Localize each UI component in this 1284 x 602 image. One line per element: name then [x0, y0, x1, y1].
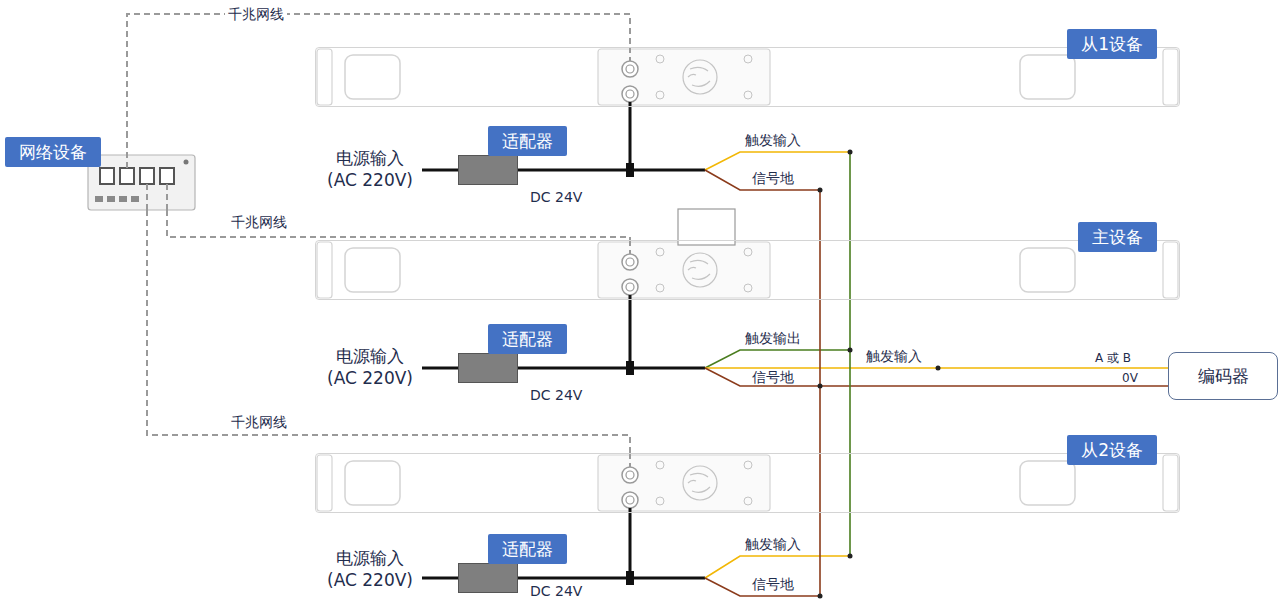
cable-label: 千兆网线: [225, 6, 287, 22]
signal-label: 触发输入: [745, 133, 801, 147]
encoder-box: 编码器: [1168, 352, 1278, 400]
network-cable: [127, 14, 630, 137]
network-cable: [167, 210, 630, 240]
signal-label: A 或 B: [1095, 352, 1131, 364]
signal-label: DC 24V: [530, 388, 582, 402]
name-tag: 从2设备: [1067, 435, 1157, 465]
name-tag: 主设备: [1078, 222, 1157, 252]
signal-label: DC 24V: [530, 190, 582, 204]
device-chassis: 从1设备: [315, 47, 1180, 107]
power-label: 电源输入 (AC 220V): [320, 147, 420, 191]
name-tag: 适配器: [488, 126, 567, 156]
network-cable: [147, 210, 630, 453]
signal-label: 信号地: [752, 370, 794, 384]
signal-label: 信号地: [752, 577, 794, 591]
power-label: 电源输入 (AC 220V): [320, 345, 420, 389]
name-tag: 适配器: [488, 534, 567, 564]
signal-label: 触发输入: [745, 537, 801, 551]
signal-label: 触发输出: [745, 331, 801, 345]
signal-label: 0V: [1122, 372, 1138, 384]
name-tag: 适配器: [488, 324, 567, 354]
device-chassis: 主设备: [315, 240, 1180, 300]
network-device: 网络设备: [5, 137, 195, 210]
name-tag: 网络设备: [5, 137, 101, 167]
signal-label: 触发输入: [866, 349, 922, 363]
signal-label: 信号地: [752, 171, 794, 185]
signal-label: DC 24V: [530, 584, 582, 598]
cable-label: 千兆网线: [228, 414, 290, 430]
power-adapter: 适配器: [458, 563, 518, 593]
device-chassis: 从2设备: [315, 453, 1180, 513]
power-label: 电源输入 (AC 220V): [320, 547, 420, 591]
node-text: 编码器: [1198, 365, 1249, 388]
cable-label: 千兆网线: [228, 214, 290, 230]
name-tag: 从1设备: [1067, 29, 1157, 59]
power-adapter: 适配器: [458, 155, 518, 185]
power-adapter: 适配器: [458, 353, 518, 383]
